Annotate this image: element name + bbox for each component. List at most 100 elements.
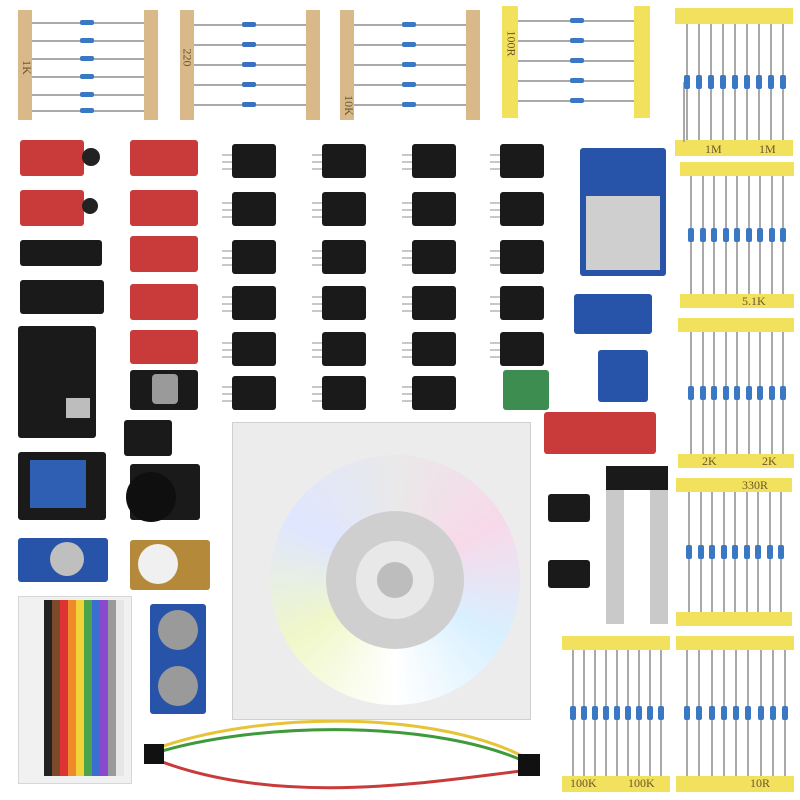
tape-label: 100R [504,30,519,57]
resistor [768,386,775,400]
sensor-module [232,144,276,178]
tape-bottom [678,454,794,468]
resistor-bundle-220: 220 [180,10,320,120]
header-pin [402,168,412,170]
resistor-bundle-100k: 100K 100K [562,636,670,792]
header-pin [402,303,412,305]
resistor [734,386,740,400]
color-band [92,600,100,776]
header-pin [490,154,500,156]
tape-right [634,6,650,118]
resistor [603,706,609,720]
header-pin [490,209,500,211]
header-pin [312,296,322,298]
header-pin [312,356,322,358]
header-pin [402,257,412,259]
color-band [60,600,68,776]
resistor-bundle-1k: 1K [18,10,158,120]
header-pin [222,356,232,358]
header-pin [222,168,232,170]
header-pin [312,257,322,259]
resistor [755,545,761,559]
header-pin [402,310,412,312]
resistor [570,58,584,63]
tape-bottom [680,294,794,308]
resistor [696,75,702,89]
resistor [658,706,664,720]
header-pin [222,161,232,163]
header-pin [402,209,412,211]
resistor [80,56,94,61]
buzzer-module [124,420,172,456]
sensor-module [232,192,276,226]
resistor [757,228,763,242]
resistor [647,706,653,720]
resistor [614,706,620,720]
sensor-module [500,144,544,178]
header-pin [312,349,322,351]
sensor-module [322,192,366,226]
resistor [684,75,690,89]
header-pin [222,386,232,388]
tape-bottom [675,140,793,156]
reed-switch-module [130,330,198,364]
tape-label: 5.1K [742,294,766,308]
tape-bottom [676,776,794,792]
resistor [732,75,738,89]
header-pin [222,393,232,395]
tape-label: 10R [750,776,771,790]
header-pin [402,393,412,395]
ir-obstacle-module [20,240,102,266]
header-pin [490,202,500,204]
header-pin [490,342,500,344]
resistor [242,62,256,67]
resistor [734,228,740,242]
ultrasonic-transducer [158,610,198,650]
header-pin [490,264,500,266]
tape-label: 1M [705,142,722,156]
resistor-bundle-2k: 2K 2K [678,318,794,468]
resistor [570,78,584,83]
connector [518,754,540,776]
resistor [768,228,775,242]
resistor [722,386,729,400]
resistor [80,38,94,43]
header-pin [312,386,322,388]
header-pin [222,257,232,259]
tape-label: 100K [570,776,597,790]
header-pin [222,202,232,204]
resistor [402,22,416,27]
gas-sensor-mesh [50,542,84,576]
header-pin [312,209,322,211]
header-pin [490,250,500,252]
soil-probe-leg [606,490,624,624]
tape-left [18,10,32,120]
tape-left [340,10,354,120]
soil-probe-leg [650,490,668,624]
wire-red [151,756,531,790]
tape-left [502,6,518,118]
header-pin [312,264,322,266]
header-pin [222,250,232,252]
resistor [625,706,631,720]
header-pin [490,356,500,358]
flame-sensor-module [130,140,198,176]
header-pin [312,250,322,252]
sensor-module [130,190,198,226]
resistor [780,75,786,89]
color-band [116,600,124,776]
header-pin [402,386,412,388]
header-pin [490,257,500,259]
tape-label: 220 [180,48,195,67]
encoder-knob [152,374,178,404]
header-pin [402,154,412,156]
sensor-module [232,332,276,366]
resistor [780,228,786,242]
gyroscope-module [598,350,648,402]
header-pin [222,264,232,266]
header-pin [402,264,412,266]
resistor [699,386,706,400]
resistor [778,545,784,559]
resistor [745,386,752,400]
header-pin [402,161,412,163]
